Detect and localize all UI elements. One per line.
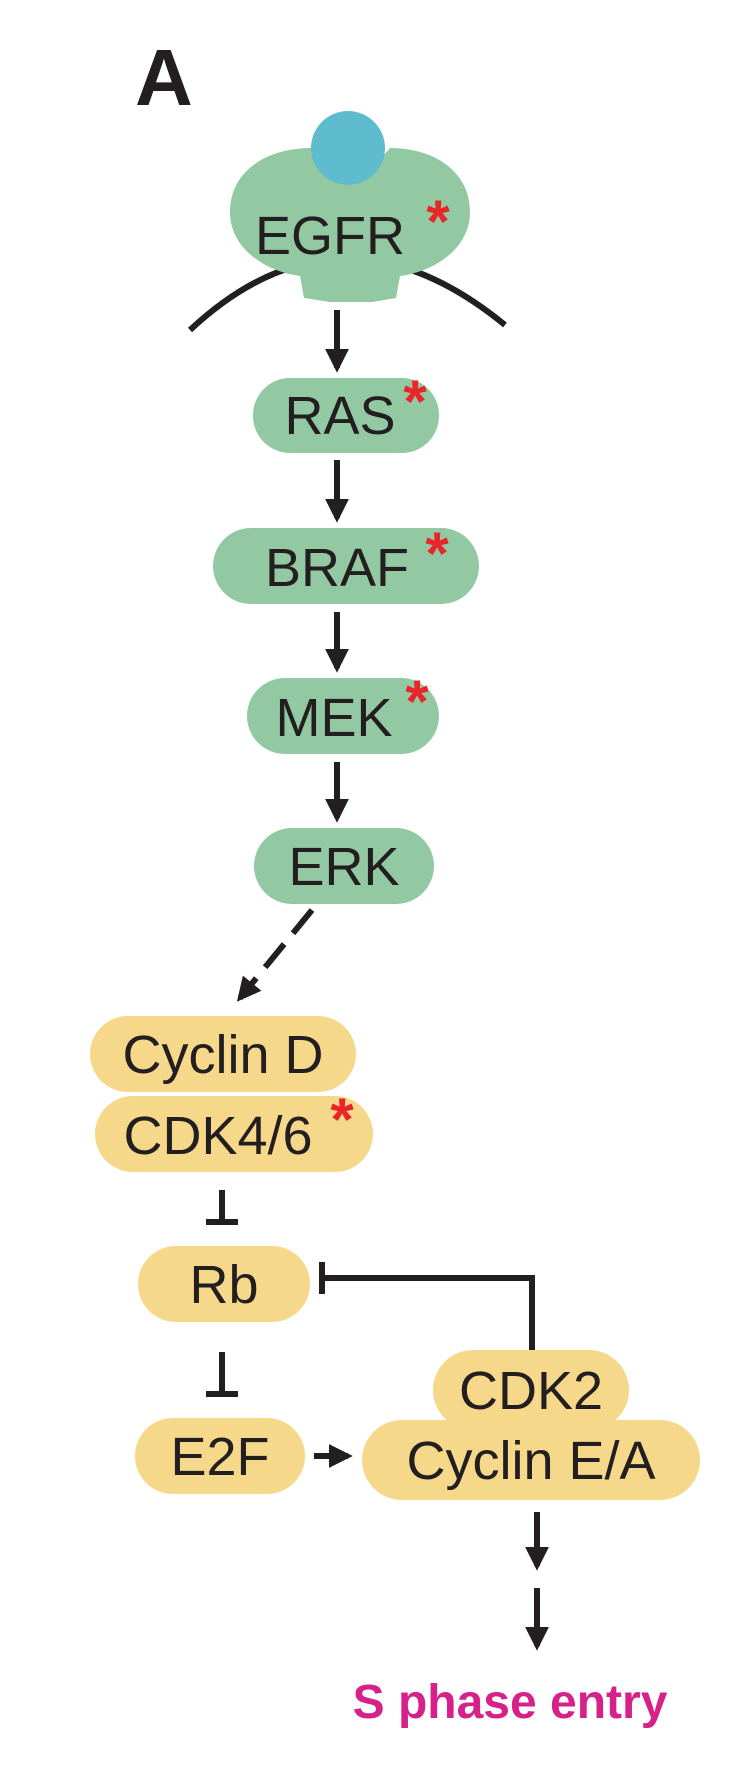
mek-star: * bbox=[405, 668, 429, 735]
cyclin-d-node: Cyclin D bbox=[90, 1016, 356, 1092]
rb-shape bbox=[138, 1246, 310, 1322]
ras-shape bbox=[253, 378, 439, 453]
inhibit-cdk2-rb bbox=[319, 1262, 535, 1352]
egf-ligand bbox=[311, 111, 385, 185]
cyclin-d-label: Cyclin D bbox=[122, 1025, 323, 1085]
mek-node: MEK * bbox=[247, 668, 439, 754]
braf-shape bbox=[213, 528, 479, 604]
cyclin-ea-node: Cyclin E/A bbox=[362, 1420, 700, 1500]
egfr-shape bbox=[230, 148, 470, 302]
inhibit-rb-e2f bbox=[206, 1352, 238, 1397]
cyclin-ea-shape bbox=[362, 1420, 700, 1500]
egfr-label: EGFR bbox=[255, 206, 405, 266]
mek-shape bbox=[247, 678, 439, 754]
braf-star: * bbox=[425, 520, 449, 587]
ras-star: * bbox=[403, 368, 427, 435]
feedback-line bbox=[322, 1275, 535, 1352]
egfr-star: * bbox=[426, 188, 450, 255]
e2f-shape bbox=[135, 1418, 305, 1494]
e2f-node: E2F bbox=[135, 1418, 305, 1494]
cyclin-d-shape bbox=[90, 1016, 356, 1092]
braf-node: BRAF * bbox=[213, 520, 479, 604]
cdk46-node: CDK4/6 * bbox=[95, 1086, 373, 1172]
erk-node: ERK bbox=[254, 828, 434, 904]
egfr-node: EGFR * bbox=[230, 111, 470, 302]
rb-label: Rb bbox=[189, 1255, 258, 1315]
cdk46-star: * bbox=[330, 1086, 354, 1153]
cdk2-shape bbox=[433, 1350, 629, 1430]
ras-label: RAS bbox=[284, 386, 395, 446]
e2f-label: E2F bbox=[170, 1427, 269, 1487]
braf-label: BRAF bbox=[265, 538, 409, 598]
cdk2-label: CDK2 bbox=[459, 1361, 603, 1421]
erk-label: ERK bbox=[288, 837, 399, 897]
arrow-erk-cyclin-d bbox=[236, 908, 315, 1002]
erk-shape bbox=[254, 828, 434, 904]
inhibit-cdk46-rb bbox=[206, 1190, 238, 1225]
panel-label: A bbox=[135, 33, 193, 122]
cyclin-ea-label: Cyclin E/A bbox=[406, 1431, 655, 1491]
cdk46-shape bbox=[95, 1096, 373, 1172]
cdk2-node: CDK2 bbox=[433, 1350, 629, 1430]
s-phase-entry-label: S phase entry bbox=[353, 1676, 668, 1729]
mek-label: MEK bbox=[275, 688, 392, 748]
rb-node: Rb bbox=[138, 1246, 310, 1322]
cdk46-label: CDK4/6 bbox=[123, 1106, 312, 1166]
ras-node: RAS * bbox=[253, 368, 439, 453]
